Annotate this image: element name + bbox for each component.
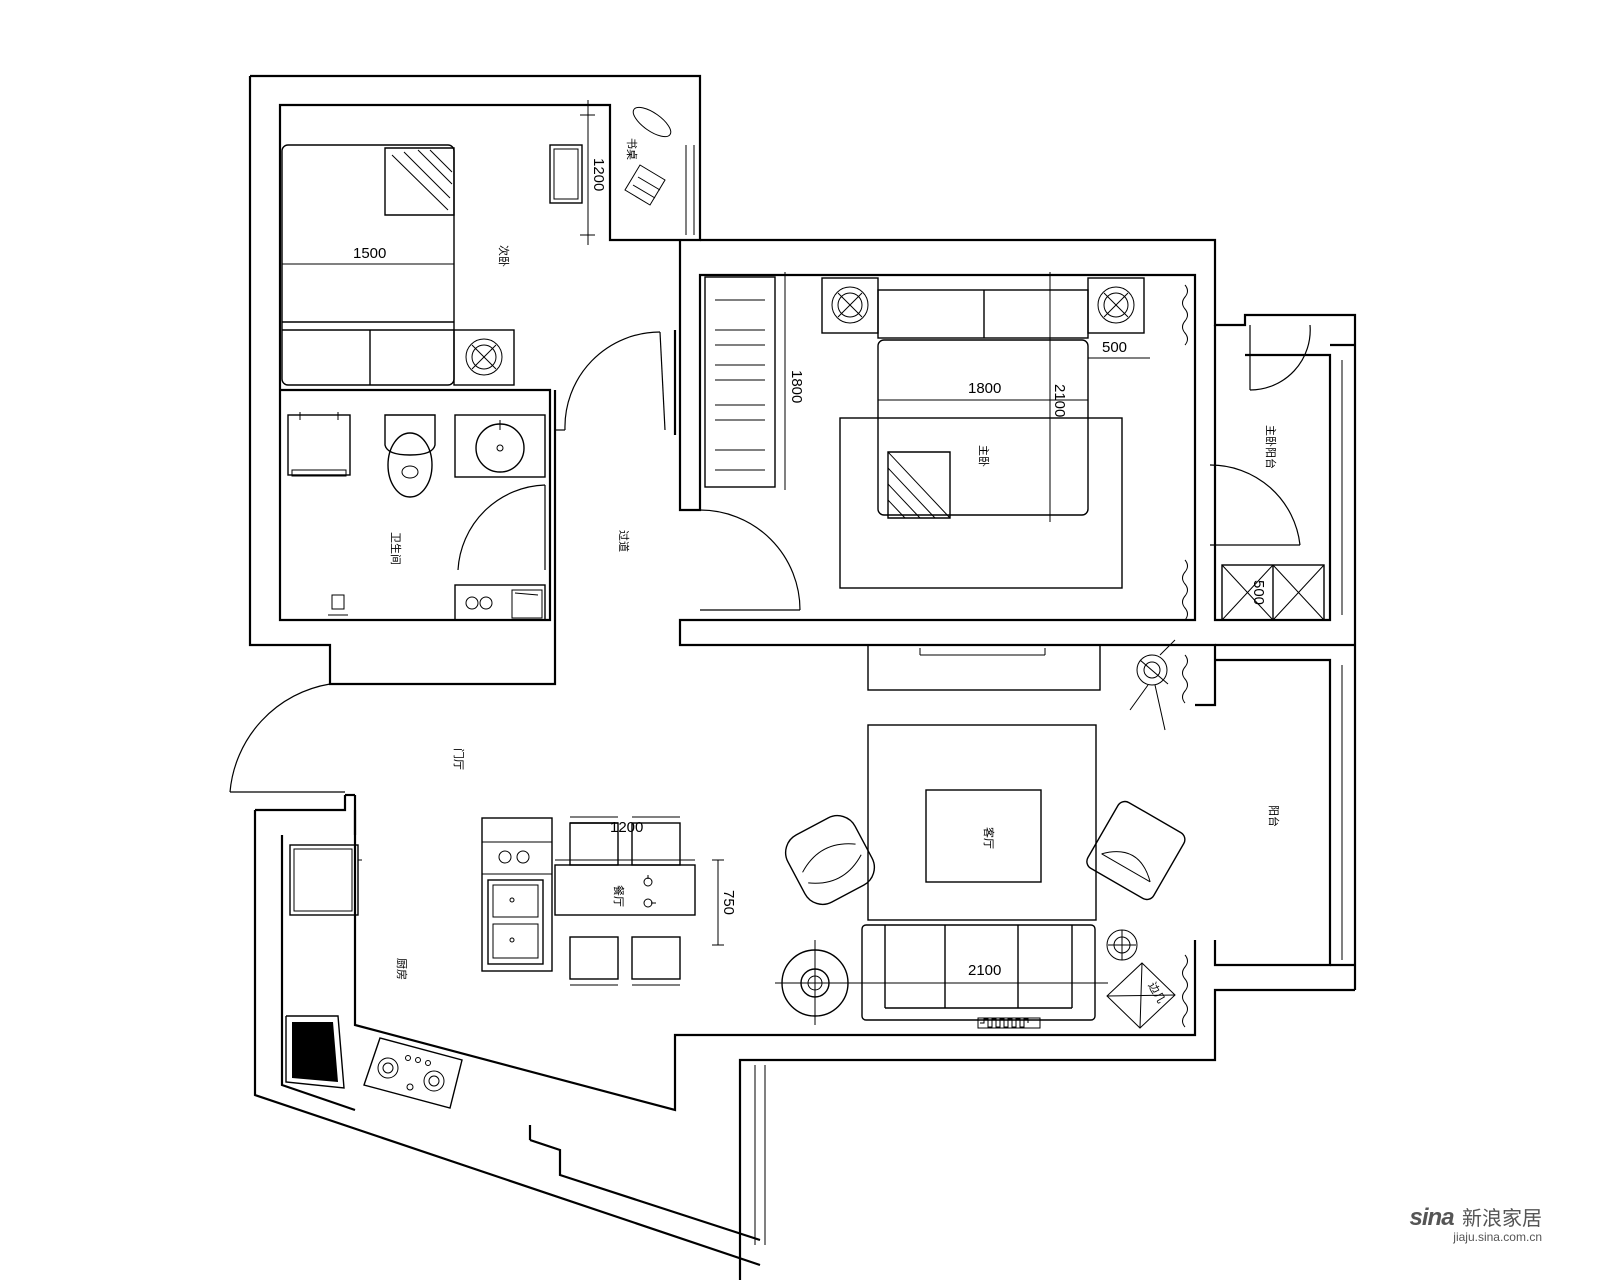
label-second-bedroom: 次卧 (497, 245, 511, 267)
dim-desk-depth: 1200 (590, 158, 607, 191)
kitchen-fixtures: 厨房 (285, 817, 553, 1109)
dining-furniture: 1200 750 餐厅 (554, 816, 737, 986)
dim-sofa-length: 2100 (968, 962, 1001, 979)
label-balcony: 阳台 (1267, 805, 1281, 827)
watermark: sina 新浪家居 jiaju.sina.com.cn (1410, 1202, 1542, 1244)
living-room-furniture: 2100 边几 客厅 阳台 门厅 (452, 639, 1281, 1029)
doors (229, 284, 1311, 1028)
label-living: 客厅 (982, 827, 996, 849)
bathroom-fixtures: 卫生间 过道 (287, 412, 631, 621)
label-corridor: 过道 (617, 530, 631, 552)
label-dining: 餐厅 (612, 885, 626, 907)
watermark-url: jiaju.sina.com.cn (1453, 1230, 1542, 1244)
dim-second-bed-width: 1500 (353, 245, 386, 262)
label-foyer: 门厅 (452, 748, 466, 770)
dim-wardrobe-length: 1800 (788, 370, 805, 403)
label-kitchen: 厨房 (395, 958, 408, 980)
sina-logo: sina (1409, 1204, 1455, 1231)
second-bedroom-furniture: 1500 1200 书桌 次卧 (281, 100, 672, 386)
dim-master-bed-width: 1800 (968, 380, 1001, 397)
label-master-balcony: 主卧阳台 (1264, 425, 1278, 469)
master-bedroom-furniture: 1800 1800 2100 500 主卧 (704, 272, 1150, 589)
walls (248, 74, 1357, 1280)
dim-utility-cabinet: 500 (1250, 580, 1267, 605)
master-balcony-fixtures: 500 主卧阳台 (1221, 425, 1325, 621)
label-master-bedroom: 主卧 (977, 445, 990, 467)
dim-master-bed-length: 2100 (1051, 384, 1068, 417)
dim-nightstand-width: 500 (1102, 339, 1127, 356)
watermark-brand: 新浪家居 (1462, 1206, 1542, 1230)
dim-dining-table-length: 1200 (610, 819, 643, 836)
label-side-table: 边几 (1145, 980, 1167, 1006)
label-study: 书桌 (625, 138, 638, 160)
dim-dining-table-width: 750 (720, 890, 737, 915)
label-bathroom: 卫生间 (389, 532, 403, 565)
